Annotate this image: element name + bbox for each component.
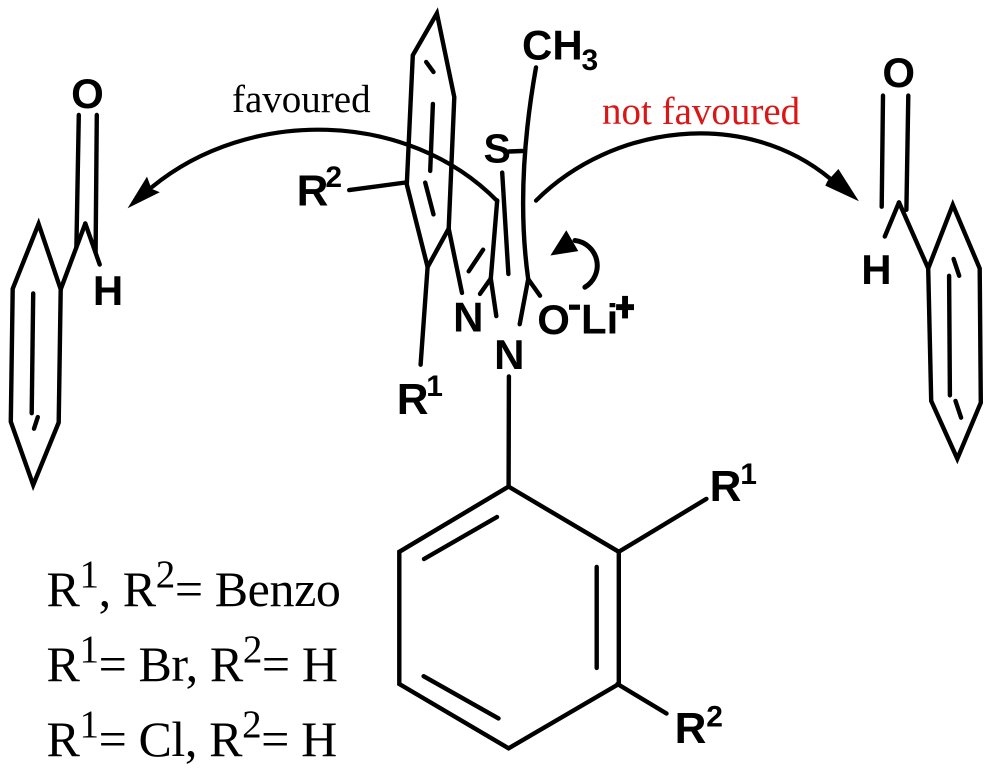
svg-text:O: O [537,296,570,343]
svg-text:3: 3 [582,44,599,77]
svg-text:1: 1 [426,370,443,403]
svg-text:N: N [453,293,483,340]
svg-text:O: O [882,49,915,96]
svg-text:R1= Br, R2= H: R1= Br, R2= H [47,628,338,692]
svg-text:O: O [71,70,104,117]
svg-text:R: R [710,462,742,511]
svg-text:R: R [297,167,329,216]
svg-text:not favoured: not favoured [602,90,801,133]
svg-text:favoured: favoured [232,78,371,121]
svg-text:1: 1 [740,458,757,491]
svg-text:2: 2 [325,161,342,194]
svg-text:S: S [484,126,511,172]
svg-text:H: H [93,267,123,314]
svg-text:R1= Cl, R2= H: R1= Cl, R2= H [47,703,337,767]
svg-text:R: R [397,375,429,424]
svg-text:Li: Li [581,295,618,342]
svg-text:2: 2 [706,700,723,733]
svg-text:H: H [861,246,891,293]
svg-text:R: R [675,704,707,753]
svg-text:CH: CH [522,22,583,69]
svg-text:R1, R2= Benzo: R1, R2= Benzo [47,553,341,617]
svg-text:N: N [494,331,524,378]
